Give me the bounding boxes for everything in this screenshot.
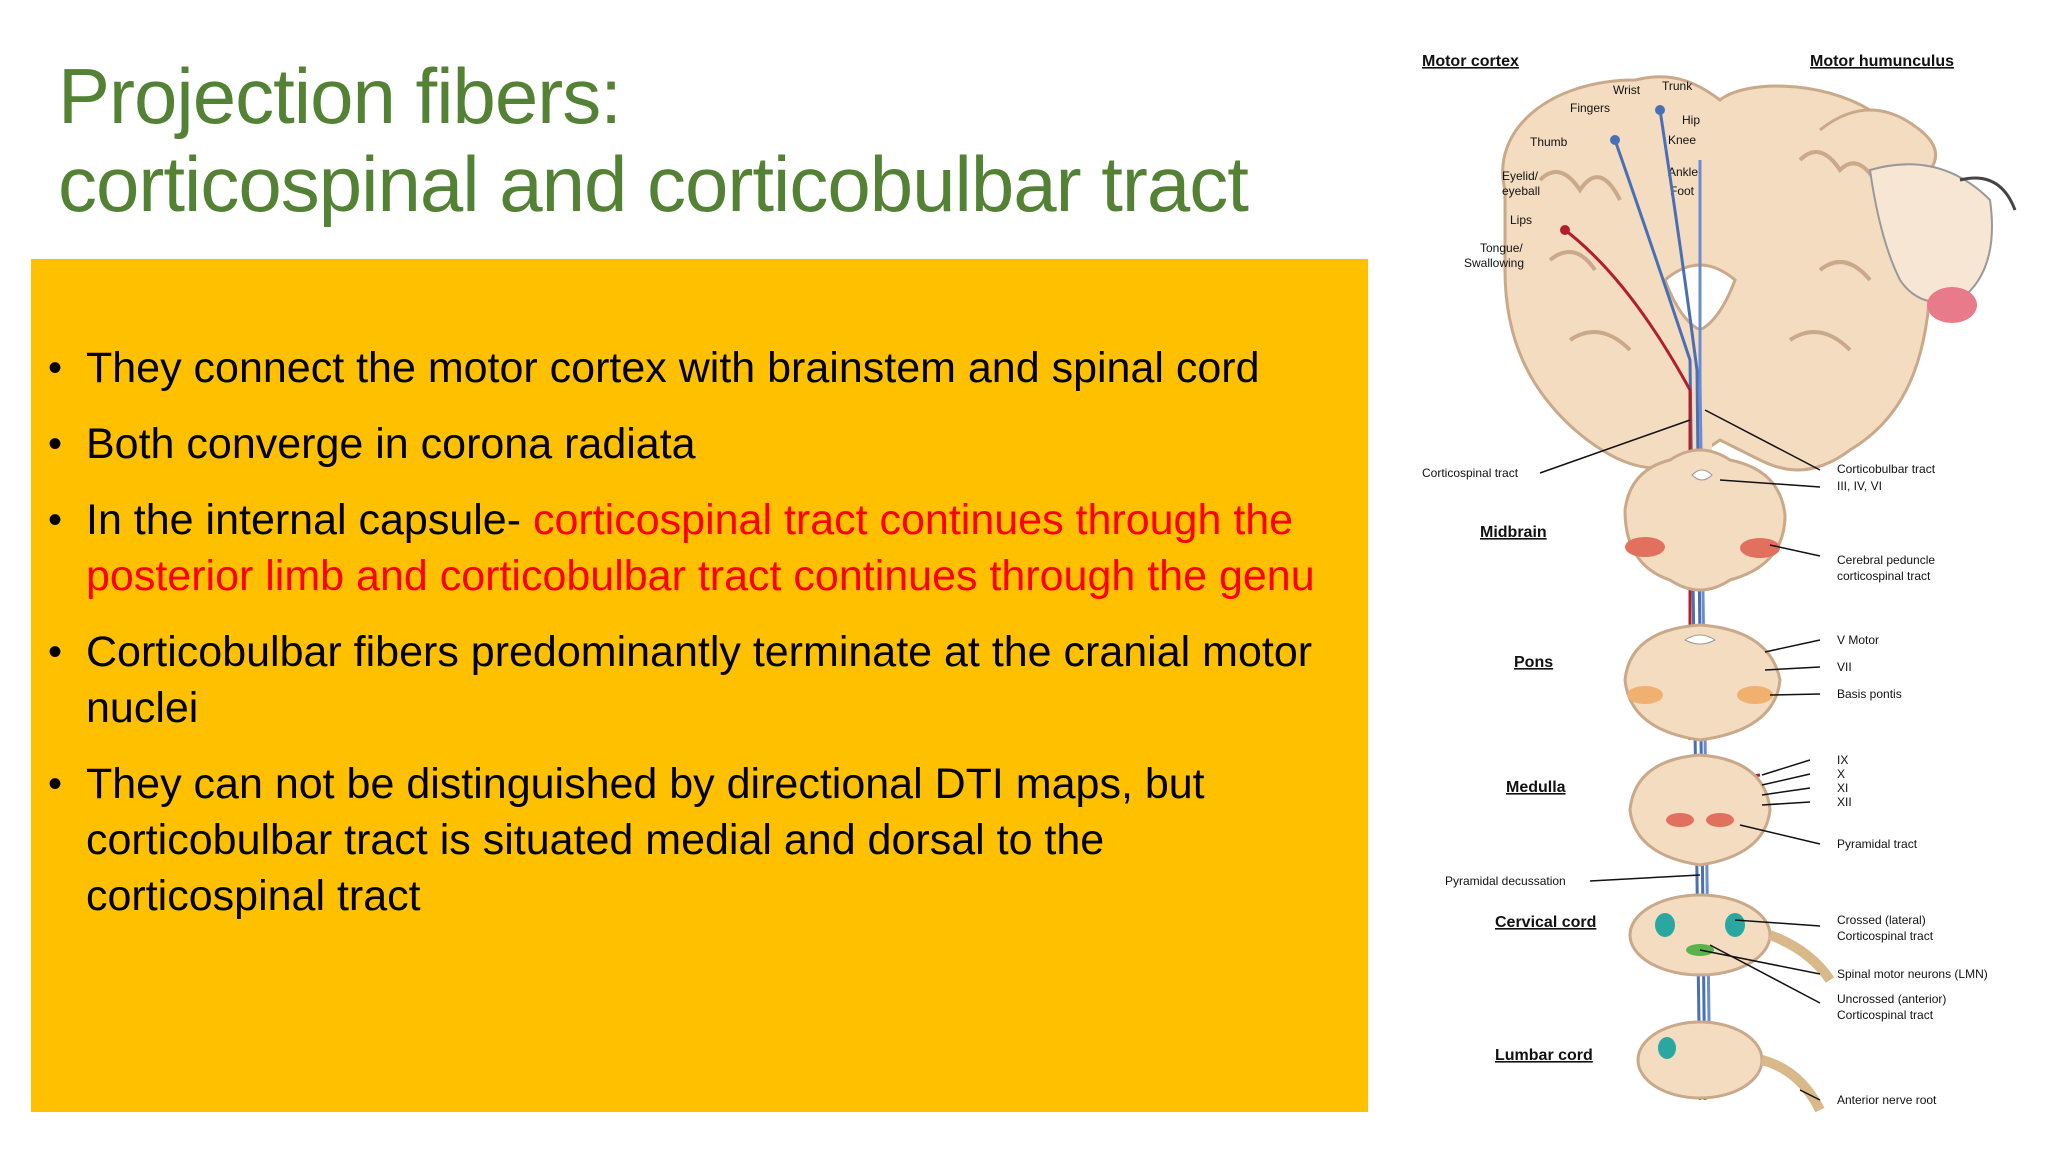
- label-hip: Hip: [1682, 113, 1700, 127]
- label-lips: Lips: [1510, 213, 1532, 227]
- label-peduncle-corticospinal: corticospinal tract: [1837, 569, 1931, 583]
- label-eyeball: eyeball: [1502, 184, 1540, 198]
- pons-section: [1623, 623, 1782, 742]
- label-tongue: Tongue/: [1480, 241, 1523, 255]
- figure-header-right: Motor humunculus: [1810, 53, 1954, 70]
- highlighted-text: corticospinal tract continues through th…: [86, 496, 1315, 600]
- bullet-item: Both converge in corona radiata: [48, 416, 1348, 472]
- medulla-section: [1628, 753, 1772, 867]
- label-eyelid: Eyelid/: [1502, 169, 1539, 183]
- label-fingers: Fingers: [1570, 101, 1610, 115]
- label-medulla: Medulla: [1506, 779, 1566, 796]
- label-pons: Pons: [1514, 654, 1553, 671]
- tracts: [1564, 109, 1761, 1101]
- bullet-item: They can not be distinguished by directi…: [48, 756, 1348, 924]
- label-ankle: Ankle: [1668, 165, 1698, 179]
- label-ix: IX: [1837, 753, 1848, 767]
- label-crossed-lateral: Crossed (lateral): [1837, 913, 1926, 927]
- label-iii-iv-vi: III, IV, VI: [1837, 479, 1882, 493]
- label-pyramidal-tract: Pyramidal tract: [1837, 837, 1918, 851]
- label-x: X: [1837, 767, 1845, 781]
- label-basis-pontis: Basis pontis: [1837, 687, 1902, 701]
- label-uncrossed-anterior: Uncrossed (anterior): [1837, 992, 1946, 1006]
- figure-header-left: Motor cortex: [1422, 53, 1519, 70]
- label-knee: Knee: [1668, 133, 1696, 147]
- label-lumbar-cord: Lumbar cord: [1495, 1047, 1593, 1064]
- bullet-item: In the internal capsule- corticospinal t…: [48, 492, 1348, 604]
- cervical-cord-section: [1628, 893, 1835, 983]
- tract-diagram: Motor cortex Motor humunculus Wrist Trun…: [1422, 53, 2017, 1113]
- label-trunk: Trunk: [1662, 79, 1693, 93]
- right-leader-lines: [1699, 409, 1821, 1101]
- label-corticobulbar-tract: Corticobulbar tract: [1837, 462, 1936, 476]
- label-cervical-cord: Cervical cord: [1495, 914, 1596, 931]
- label-crossed-corticospinal: Corticospinal tract: [1837, 929, 1934, 943]
- homunculus: [1819, 108, 2017, 323]
- label-cerebral-peduncle: Cerebral peduncle: [1837, 553, 1935, 567]
- label-foot: Foot: [1670, 184, 1695, 198]
- label-swallowing: Swallowing: [1464, 256, 1524, 270]
- label-thumb: Thumb: [1530, 135, 1568, 149]
- label-spinal-motor-neurons: Spinal motor neurons (LMN): [1837, 967, 1988, 981]
- title-line-2: corticospinal and corticobulbar tract: [58, 140, 1249, 228]
- bullet-item: They connect the motor cortex with brain…: [48, 340, 1348, 396]
- slide-title: Projection fibers: corticospinal and cor…: [58, 52, 1358, 228]
- label-v-motor: V Motor: [1837, 633, 1879, 647]
- label-wrist: Wrist: [1613, 83, 1641, 97]
- label-corticospinal-tract: Corticospinal tract: [1422, 466, 1519, 480]
- label-xii: XII: [1837, 795, 1852, 809]
- label-pyramidal-decussation: Pyramidal decussation: [1445, 874, 1566, 888]
- label-anterior-nerve-root: Anterior nerve root: [1837, 1093, 1937, 1107]
- bullet-list: They connect the motor cortex with brain…: [48, 340, 1348, 944]
- title-line-1: Projection fibers:: [58, 52, 622, 140]
- bullet-item: Corticobulbar fibers predominantly termi…: [48, 624, 1348, 736]
- lumbar-cord-section: [1636, 1020, 1825, 1113]
- midbrain-section: [1623, 448, 1787, 592]
- label-midbrain: Midbrain: [1480, 524, 1547, 541]
- label-xi: XI: [1837, 781, 1848, 795]
- label-uncrossed-corticospinal: Corticospinal tract: [1837, 1008, 1934, 1022]
- label-vii: VII: [1837, 660, 1852, 674]
